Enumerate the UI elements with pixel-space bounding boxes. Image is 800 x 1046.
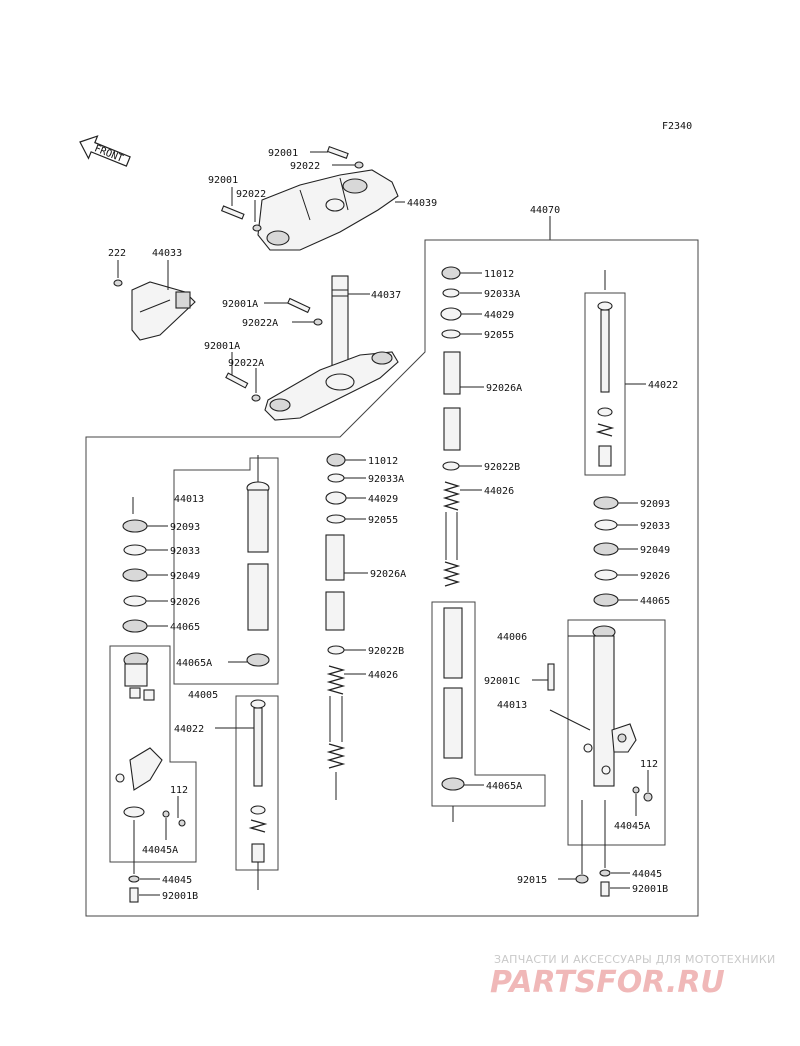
label-92026A-right: 92026A xyxy=(486,383,522,394)
inner-tube-middle xyxy=(246,455,270,667)
label-92033A-middle: 92033A xyxy=(368,474,404,485)
bolt-92001B-right xyxy=(600,881,610,897)
label-92001-top: 92001 xyxy=(268,148,298,159)
label-92022-top: 92022 xyxy=(290,161,320,172)
label-92022-left: 92022 xyxy=(236,189,266,200)
label-44029-middle: 44029 xyxy=(368,494,398,505)
left-seal-stack xyxy=(122,519,148,633)
inner-tube-right xyxy=(441,607,465,822)
label-92049-right: 92049 xyxy=(640,545,670,556)
label-44037: 44037 xyxy=(371,290,401,301)
washer-92022-top xyxy=(354,161,364,169)
outer-tube-44005 xyxy=(115,652,163,818)
spring-44026-middle xyxy=(326,665,346,800)
label-92001-left: 92001 xyxy=(208,175,238,186)
label-44029-right: 44029 xyxy=(484,310,514,321)
gasket-44045A-right xyxy=(632,786,640,794)
washer-44045-left xyxy=(128,875,140,883)
label-92026-right: 92026 xyxy=(640,571,670,582)
label-44006: 44006 xyxy=(497,632,527,643)
label-44013-left: 44013 xyxy=(174,494,204,505)
bolt-112-left xyxy=(178,819,186,827)
bolt-92001-top xyxy=(326,145,349,159)
label-222: 222 xyxy=(108,248,126,259)
label-44065A-middle: 44065A xyxy=(176,658,212,669)
label-44013-right: 44013 xyxy=(497,700,527,711)
label-44045-right: 44045 xyxy=(632,869,662,880)
label-92026A-middle: 92026A xyxy=(370,569,406,580)
label-92001A-upper: 92001A xyxy=(222,299,258,310)
drain-92015 xyxy=(575,800,589,884)
label-44022-left: 44022 xyxy=(174,724,204,735)
label-11012-middle: 11012 xyxy=(368,456,398,467)
washer-92022-left xyxy=(252,224,262,232)
front-arrow-label: FRONT xyxy=(93,143,125,164)
label-44005: 44005 xyxy=(188,690,218,701)
label-92022B-right: 92022B xyxy=(484,462,520,473)
label-44045-left: 44045 xyxy=(162,875,192,886)
label-44065-right: 44065 xyxy=(640,596,670,607)
label-44026-right: 44026 xyxy=(484,486,514,497)
front-arrow-icon: FRONT xyxy=(79,135,131,167)
spring-44026-right xyxy=(442,481,461,587)
label-92026-left: 92026 xyxy=(170,597,200,608)
right-fork-cap-stack xyxy=(440,266,462,471)
label-44033: 44033 xyxy=(152,248,182,259)
label-92033-right: 92033 xyxy=(640,521,670,532)
damper-rod-44022-right xyxy=(595,270,615,467)
label-92015: 92015 xyxy=(517,875,547,886)
bolt-92001A-lower xyxy=(225,372,249,389)
label-44022-right: 44022 xyxy=(648,380,678,391)
bolt-112-right xyxy=(643,792,653,802)
right-seal-stack xyxy=(593,496,619,607)
bolt-92001A-upper xyxy=(287,297,311,314)
gasket-44045A-left xyxy=(162,810,170,818)
label-44026-middle: 44026 xyxy=(368,670,398,681)
middle-fork-cap-stack xyxy=(325,453,347,655)
label-92033-left: 92033 xyxy=(170,546,200,557)
bracket-44033 xyxy=(131,281,196,341)
label-92093-right: 92093 xyxy=(640,499,670,510)
label-92001C: 92001C xyxy=(484,676,520,687)
watermark-subtitle: ЗАПЧАСТИ И АКСЕССУАРЫ ДЛЯ МОТОТЕХНИКИ xyxy=(494,953,776,966)
label-92049-left: 92049 xyxy=(170,571,200,582)
label-92055-middle: 92055 xyxy=(368,515,398,526)
label-92001B-right: 92001B xyxy=(632,884,668,895)
label-44045A-left: 44045A xyxy=(142,845,178,856)
label-44039: 44039 xyxy=(407,198,437,209)
label-44065-left: 44065 xyxy=(170,622,200,633)
label-92093-left: 92093 xyxy=(170,522,200,533)
label-92001A-lower: 92001A xyxy=(204,341,240,352)
label-11012-right: 11012 xyxy=(484,269,514,280)
outer-tube-44006 xyxy=(583,625,637,787)
label-92055-right: 92055 xyxy=(484,330,514,341)
bolt-92001-left xyxy=(220,205,245,220)
bolt-92001C xyxy=(547,663,555,691)
label-112-right: 112 xyxy=(640,759,658,770)
label-92001B-left: 92001B xyxy=(162,891,198,902)
steering-stem-44037 xyxy=(264,275,399,421)
washer-92022A-upper xyxy=(313,318,323,326)
bolt-92001B-left xyxy=(129,887,139,903)
upper-bracket-44039 xyxy=(257,169,399,251)
washer-44045-right xyxy=(599,869,611,877)
label-44070: 44070 xyxy=(530,205,560,216)
washer-92022A-lower xyxy=(251,394,261,402)
label-92022B-middle: 92022B xyxy=(368,646,404,657)
label-92033A-right: 92033A xyxy=(484,289,520,300)
watermark-brand-logo: PARTSFOR.RU xyxy=(490,965,725,1000)
label-92022A-lower: 92022A xyxy=(228,358,264,369)
label-44045A-right: 44045A xyxy=(614,821,650,832)
label-92022A-upper: 92022A xyxy=(242,318,278,329)
label-112-left: 112 xyxy=(170,785,188,796)
damper-rod-44022-left xyxy=(248,699,268,890)
label-44065A-right: 44065A xyxy=(486,781,522,792)
bolt-222 xyxy=(113,279,123,287)
figure-code: F2340 xyxy=(662,121,692,132)
assembly-outline-44070 xyxy=(85,239,699,917)
